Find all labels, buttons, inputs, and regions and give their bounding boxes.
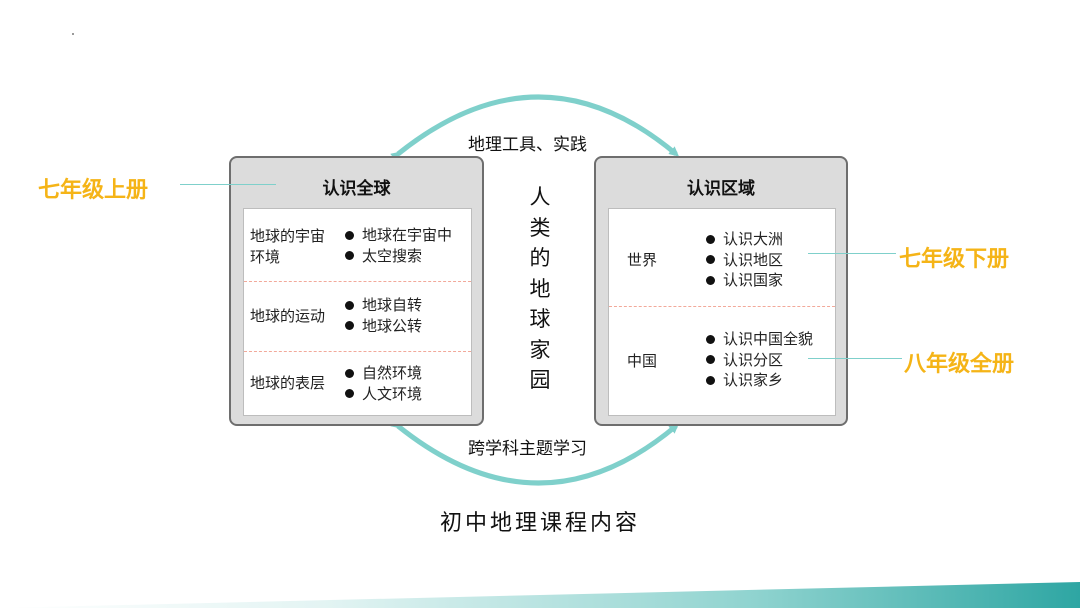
bullet-icon	[706, 275, 715, 285]
grade-connector-right-top	[808, 253, 896, 254]
topic-items: 认识大洲 认识地区 认识国家	[706, 229, 783, 291]
bullet-icon	[345, 321, 354, 331]
list-item: 认识国家	[706, 270, 783, 291]
top-arc-arrow	[390, 94, 680, 162]
bottom-arc-arrow	[390, 418, 680, 486]
grade-connector-right-bottom	[808, 358, 902, 359]
grade-label-right-top: 七年级下册	[899, 247, 1010, 272]
bullet-icon	[706, 334, 715, 344]
bullet-icon	[345, 368, 354, 378]
global-panel-title: 认识全球	[322, 179, 391, 199]
topic-row: 地球的运动 地球自转 地球公转	[244, 281, 471, 351]
bullet-icon	[706, 375, 715, 385]
grade-label-right-bottom: 八年级全册	[904, 352, 1015, 377]
list-item: 认识分区	[706, 350, 813, 371]
global-panel: 认识全球 地球的宇宙环境 地球在宇宙中 太空搜索 地球的运动 地球自转 地球公转…	[229, 156, 484, 426]
topic-row: 地球的表层 自然环境 人文环境	[244, 351, 471, 417]
regional-panel: 认识区域 世界 认识大洲 认识地区 认识国家 中国 认识中国全貌 认识分区 认识…	[594, 156, 848, 426]
bottom-arc-label: 跨学科主题学习	[464, 434, 591, 459]
diagram-caption: 初中地理课程内容	[439, 511, 640, 536]
bullet-icon	[345, 389, 354, 399]
bullet-icon	[706, 255, 715, 265]
list-item: 认识地区	[706, 250, 783, 271]
bullet-icon	[706, 234, 715, 244]
list-item: 地球在宇宙中	[345, 225, 452, 246]
topic-label: 地球的表层	[250, 374, 326, 392]
global-panel-content: 地球的宇宙环境 地球在宇宙中 太空搜索 地球的运动 地球自转 地球公转 地球的表…	[243, 208, 472, 416]
grade-connector-left	[180, 184, 276, 185]
center-theme-text: 人 类 的 地 球 家 园	[529, 185, 551, 392]
list-item: 地球自转	[345, 295, 422, 316]
grade-label-left: 七年级上册	[38, 178, 149, 203]
topic-label: 地球的宇宙环境	[250, 227, 326, 266]
bullet-icon	[345, 251, 354, 261]
regional-panel-title: 认识区域	[687, 179, 755, 199]
decorative-dot	[72, 33, 74, 35]
list-item: 自然环境	[345, 363, 422, 384]
top-arc-label: 地理工具、实践	[464, 130, 591, 155]
regional-panel-content: 世界 认识大洲 认识地区 认识国家 中国 认识中国全貌 认识分区 认识家乡	[608, 208, 836, 416]
bullet-icon	[706, 355, 715, 365]
list-item: 认识中国全貌	[706, 329, 813, 350]
bullet-icon	[345, 230, 354, 240]
topic-row: 世界 认识大洲 认识地区 认识国家	[609, 209, 835, 306]
list-item: 地球公转	[345, 316, 422, 337]
topic-items: 地球在宇宙中 太空搜索	[345, 225, 452, 266]
topic-label: 中国	[627, 352, 658, 370]
list-item: 认识大洲	[706, 229, 783, 250]
topic-items: 认识中国全貌 认识分区 认识家乡	[706, 329, 813, 391]
topic-label: 世界	[627, 251, 658, 269]
topic-items: 地球自转 地球公转	[345, 295, 422, 336]
topic-items: 自然环境 人文环境	[345, 363, 422, 404]
topic-row: 地球的宇宙环境 地球在宇宙中 太空搜索	[244, 209, 471, 281]
topic-row: 中国 认识中国全貌 认识分区 认识家乡	[609, 306, 835, 417]
topic-label: 地球的运动	[250, 307, 326, 325]
list-item: 人文环境	[345, 384, 422, 405]
bullet-icon	[345, 300, 354, 310]
list-item: 认识家乡	[706, 370, 813, 391]
list-item: 太空搜索	[345, 246, 452, 267]
